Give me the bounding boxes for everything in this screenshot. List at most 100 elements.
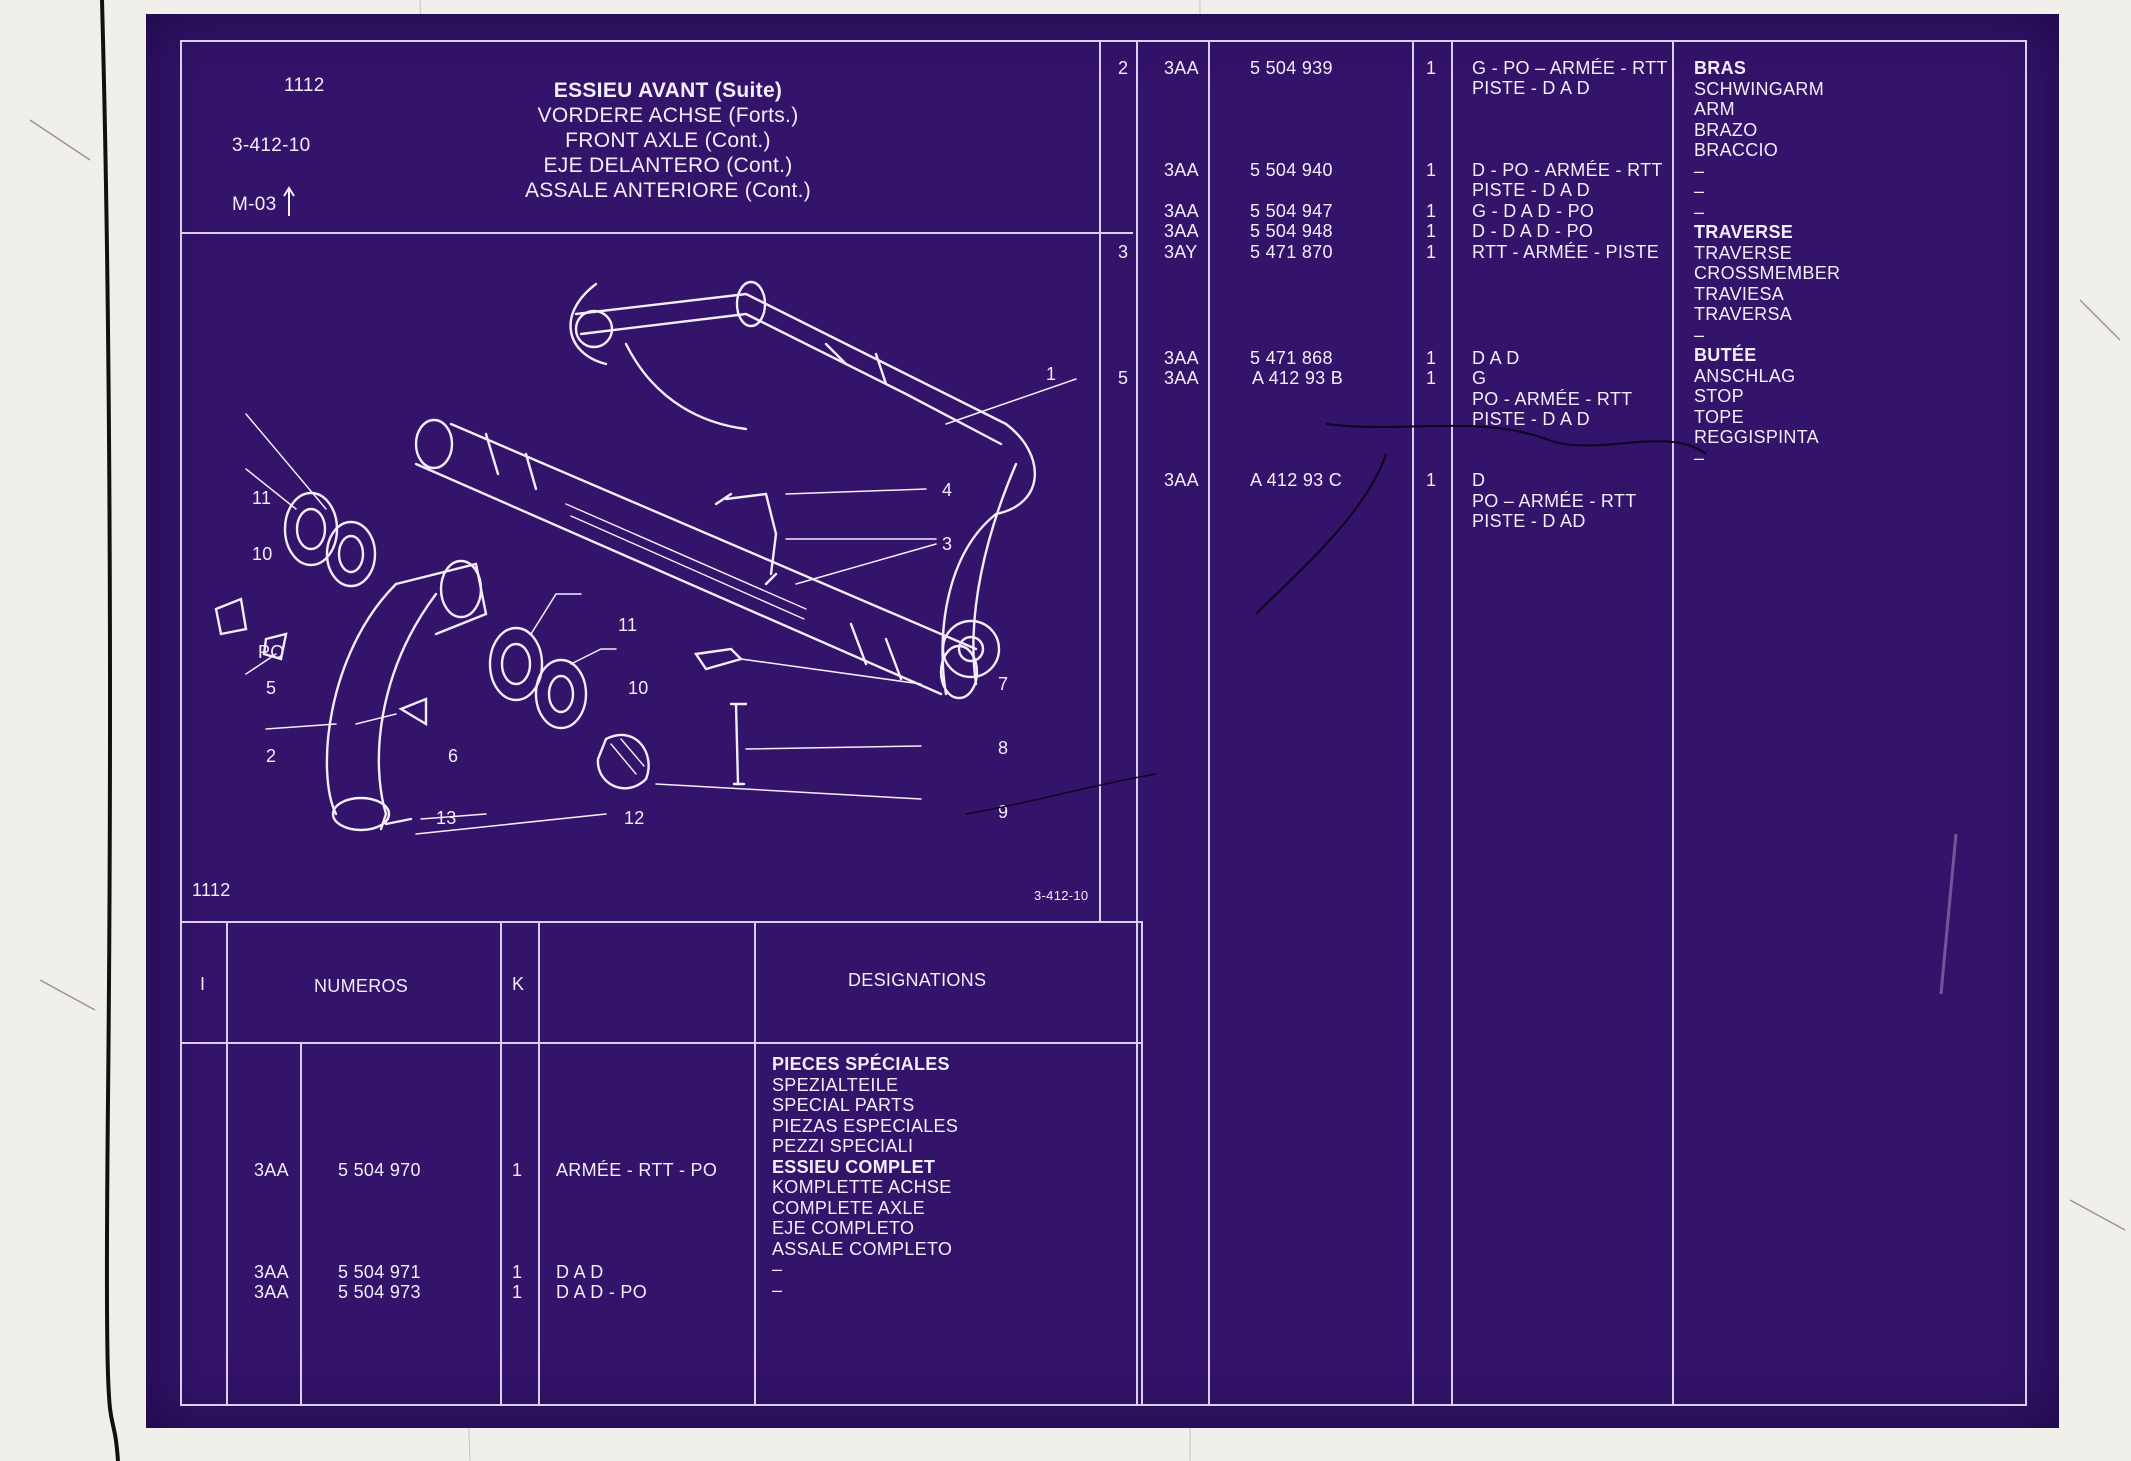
designation-line: – (1694, 160, 1705, 181)
callout-6: 6 (448, 746, 459, 766)
right-row-8-prefix: 3AA (1164, 470, 1199, 490)
right-row-1-number: 5 504 939 (1250, 58, 1333, 78)
right-row-6-prefix: 3AA (1164, 348, 1199, 368)
callout-8: 8 (998, 738, 1009, 758)
designation-line: PIECES SPÉCIALES (772, 1054, 950, 1074)
reference-code: 3-412-10 (232, 135, 311, 156)
right-row-7-item: 5 (1118, 368, 1129, 388)
right-designations: BRAS SCHWINGARM ARM BRAZO BRACCIO – – – … (1694, 58, 1840, 468)
right-row-5-item: 3 (1118, 242, 1129, 262)
callout-7: 7 (998, 674, 1009, 694)
callout-12: 12 (624, 808, 645, 828)
callout-9: 9 (998, 802, 1009, 822)
right-row-8-variant-b: PO – ARMÉE - RTT (1472, 491, 1637, 511)
drawing-code-left: 1112 (192, 880, 231, 900)
right-row-7-number: A 412 93 B (1252, 368, 1344, 388)
left-row-1-variant: ARMÉE - RTT - PO (556, 1160, 718, 1180)
section-code: 1112 (284, 75, 325, 96)
right-row-3-prefix: 3AA (1164, 201, 1199, 221)
callout-10-left: 10 (252, 544, 273, 564)
left-designations: PIECES SPÉCIALES SPEZIALTEILE SPECIAL PA… (772, 1054, 958, 1300)
designation-line: REGGISPINTA (1694, 427, 1819, 447)
right-row-6-qty: 1 (1426, 348, 1437, 368)
designation-line: SPEZIALTEILE (772, 1074, 899, 1095)
right-row-5-variant: RTT - ARMÉE - PISTE (1472, 242, 1660, 262)
exploded-axle-drawing (214, 280, 1077, 835)
col-header-k: K (512, 974, 525, 994)
callout-13: 13 (436, 808, 457, 828)
designation-line: BRACCIO (1694, 140, 1779, 160)
designation-line: EJE COMPLETO (772, 1218, 915, 1238)
right-row-6-variant: D A D (1472, 348, 1520, 368)
left-row-1-qty: 1 (512, 1160, 523, 1180)
right-row-4-qty: 1 (1426, 221, 1437, 241)
right-row-1-variant-b: PISTE - D A D (1472, 78, 1590, 98)
designation-line: SPECIAL PARTS (772, 1095, 915, 1115)
col-header-i: I (200, 974, 206, 994)
left-row-3-qty: 1 (512, 1282, 523, 1302)
title-es: EJE DELANTERO (Cont.) (543, 154, 793, 177)
right-row-3-number: 5 504 947 (1250, 201, 1333, 221)
left-row-2-variant: D A D (556, 1262, 604, 1282)
right-row-7-variant-c: PISTE - D A D (1472, 409, 1590, 429)
right-row-8-number: A 412 93 C (1250, 470, 1343, 490)
designation-line: TRAVERSE (1694, 242, 1793, 263)
right-row-8-qty: 1 (1426, 470, 1437, 490)
model-code: M-03 (232, 186, 296, 216)
right-row-5-prefix: 3AY (1164, 242, 1198, 262)
right-row-8-variant-c: PISTE - D AD (1472, 511, 1586, 531)
designation-line: PEZZI SPECIALI (772, 1136, 914, 1156)
designation-line: – (772, 1279, 783, 1300)
designation-line: – (1694, 201, 1705, 222)
right-row-2-number: 5 504 940 (1250, 160, 1333, 180)
designation-line: SCHWINGARM (1694, 78, 1824, 99)
designation-line: TRAVERSE (1694, 222, 1794, 242)
title-it: ASSALE ANTERIORE (Cont.) (524, 179, 812, 202)
title-fr: ESSIEU AVANT (Suite) (553, 79, 783, 102)
callout-2: 2 (266, 746, 277, 766)
right-row-7-variant-a: G (1472, 368, 1487, 388)
right-row-1-variant-a: G - PO – ARMÉE - RTT (1472, 58, 1668, 78)
right-row-2-qty: 1 (1426, 160, 1437, 180)
designation-line: – (1694, 324, 1705, 345)
designation-line: TRAVIESA (1694, 283, 1785, 304)
right-row-3-variant: G - D A D - PO (1472, 201, 1595, 221)
designation-line: ESSIEU COMPLET (772, 1156, 936, 1177)
right-row-1-item: 2 (1118, 58, 1129, 78)
callout-10-right: 10 (628, 678, 649, 698)
right-row-1-qty: 1 (1426, 58, 1437, 78)
title-de: VORDERE ACHSE (Forts.) (537, 104, 799, 127)
left-row-1-number: 5 504 970 (338, 1160, 421, 1180)
up-arrow-icon (283, 186, 295, 216)
right-row-1-prefix: 3AA (1164, 58, 1199, 78)
callout-4: 4 (942, 480, 953, 500)
right-row-2-variant-a: D - PO - ARMÉE - RTT (1472, 160, 1663, 180)
left-row-2-number: 5 504 971 (338, 1262, 421, 1282)
left-row-1-prefix: 3AA (254, 1160, 289, 1180)
left-row-3-number: 5 504 973 (338, 1282, 421, 1302)
callout-11-right: 11 (618, 615, 638, 635)
callout-11-left: 11 (252, 488, 272, 508)
designation-line: CROSSMEMBER (1694, 263, 1841, 283)
left-row-3-variant: D A D - PO (556, 1282, 648, 1302)
parts-sheet: 1112 3-412-10 M-03 ESSIEU AVANT (Suite) … (146, 14, 2059, 1428)
callout-1: 1 (1046, 364, 1057, 384)
designation-line: PIEZAS ESPECIALES (772, 1115, 959, 1136)
right-row-4-variant: D - D A D - PO (1472, 221, 1594, 241)
right-row-2-prefix: 3AA (1164, 160, 1199, 180)
right-row-4-number: 5 504 948 (1250, 221, 1333, 241)
right-row-7-qty: 1 (1426, 368, 1437, 388)
col-header-designations: DESIGNATIONS (848, 970, 987, 990)
callout-3: 3 (942, 534, 953, 554)
left-row-3-prefix: 3AA (254, 1282, 289, 1302)
right-row-7-prefix: 3AA (1164, 368, 1199, 388)
drawing-code-right: 3-412-10 (1034, 888, 1089, 903)
left-row-2-prefix: 3AA (254, 1262, 289, 1282)
designation-line: BRAS (1694, 58, 1747, 78)
designation-line: ASSALE COMPLETO (772, 1238, 953, 1259)
designation-line: STOP (1694, 386, 1744, 406)
right-row-5-number: 5 471 870 (1250, 242, 1333, 262)
designation-line: ANSCHLAG (1694, 365, 1796, 386)
designation-line: KOMPLETTE ACHSE (772, 1177, 952, 1197)
left-row-2-qty: 1 (512, 1262, 523, 1282)
